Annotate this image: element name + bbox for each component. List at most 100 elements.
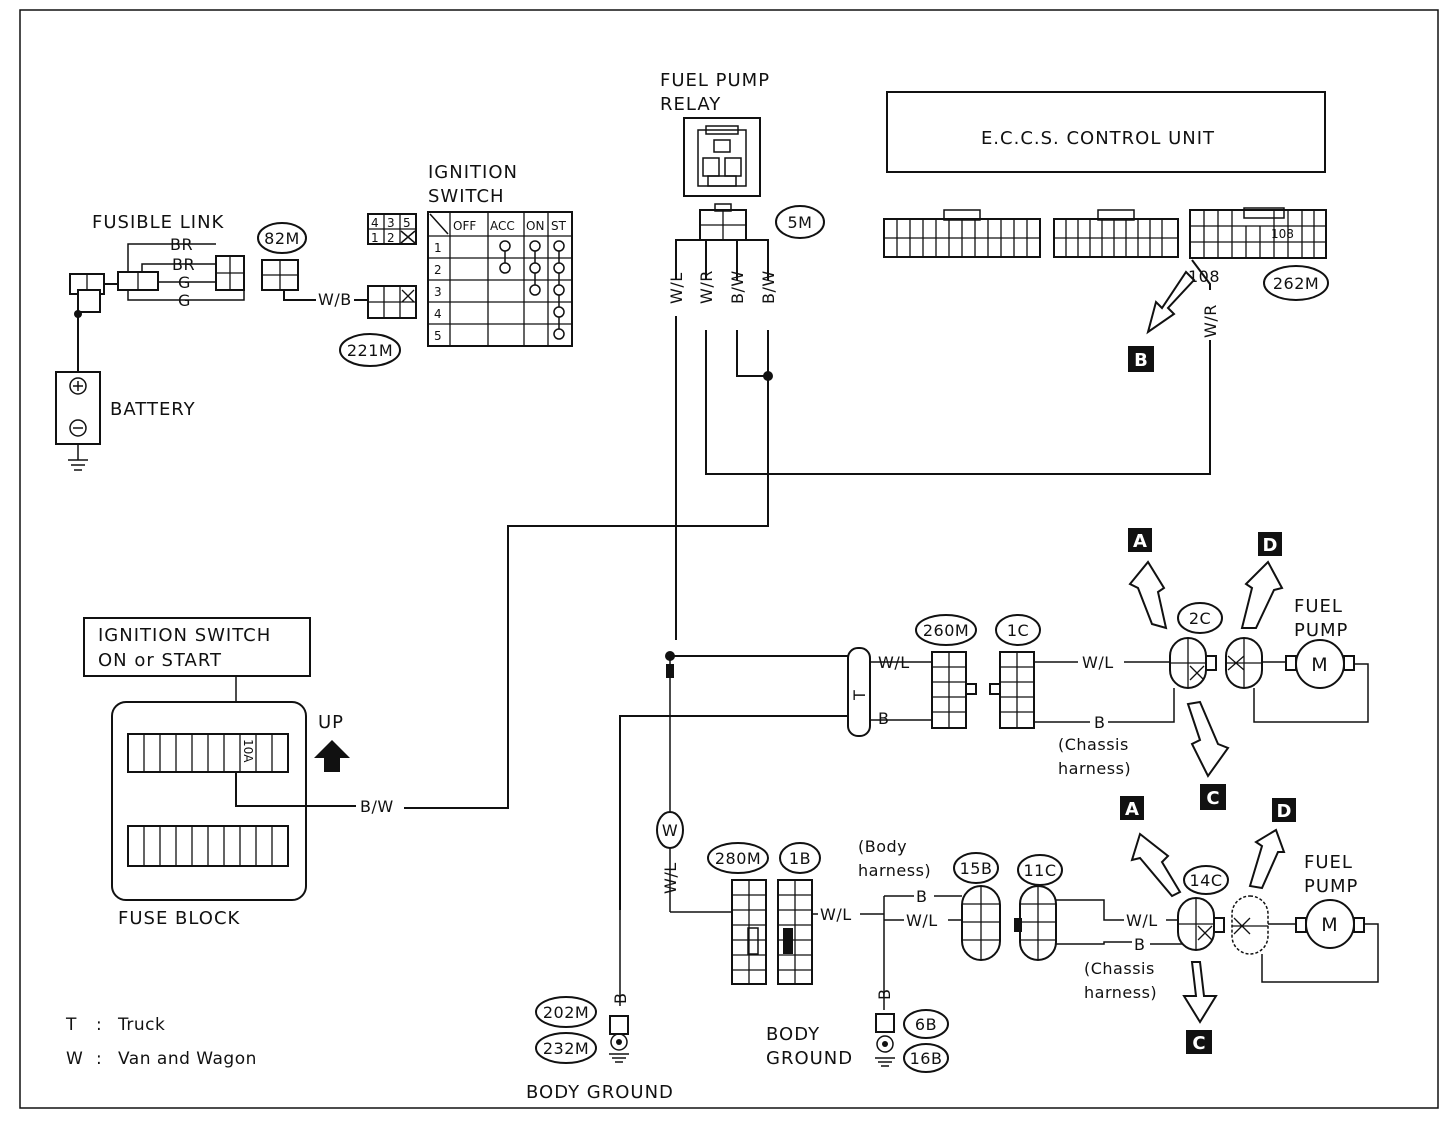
pin-2: 2 (387, 231, 395, 245)
pin-4: 4 (371, 216, 379, 230)
ign-row-4: 4 (434, 307, 442, 321)
badge-d-1 (1258, 532, 1282, 556)
connector-11c-label: 11C (1023, 861, 1056, 880)
body-ground-2a: BODY (766, 1024, 820, 1045)
fuel-pump-2a: FUEL (1304, 852, 1353, 873)
ign-on-start-label-2: ON or START (98, 650, 222, 671)
badge-b-text: B (1134, 350, 1148, 371)
badge-c-2 (1186, 1030, 1212, 1054)
connector-6b (903, 1009, 949, 1039)
connector-202m (535, 996, 597, 1028)
connector-260m (915, 614, 977, 646)
eccs-control-unit: E.C.C.S. CONTROL UNIT 108 (883, 91, 1327, 259)
motor-2-label: M (1321, 914, 1339, 936)
connector-6b-label: 6B (915, 1015, 937, 1034)
badge-a-1-text: A (1133, 531, 1147, 552)
chassis-1a: (Chassis (1058, 735, 1129, 754)
body-harness-b: harness) (858, 861, 931, 880)
wire-bw-relay-1: B/W (728, 270, 747, 304)
connector-1b-label: 1B (789, 849, 811, 868)
legend-value-truck: Truck (117, 1015, 165, 1035)
wire-b-body: B (916, 887, 927, 906)
connector-262m (1263, 265, 1329, 301)
connector-1c (995, 614, 1041, 646)
connector-2c-label: 2C (1189, 609, 1211, 628)
connector-221m (339, 333, 401, 367)
chassis-1b: harness) (1058, 759, 1131, 778)
body-ground-2b: GROUND (766, 1048, 853, 1069)
fuse-10a-label: 10A (241, 739, 255, 763)
diagram-frame (19, 9, 1439, 1109)
motor-1-label: M (1311, 654, 1329, 676)
legend-key-w: W (66, 1049, 83, 1069)
fuel-pump-2b: PUMP (1304, 876, 1358, 897)
ign-col-st: ST (551, 219, 567, 233)
badge-d-2 (1272, 798, 1296, 822)
connector-82m-label: 82M (264, 229, 300, 248)
connector-15b (953, 852, 999, 884)
fuel-pump-1b: PUMP (1294, 620, 1348, 641)
chassis-2b: harness) (1084, 983, 1157, 1002)
eccs-label: E.C.C.S. CONTROL UNIT (981, 128, 1215, 149)
connector-16b-label: 16B (910, 1049, 943, 1068)
wire-b-1c: B (1094, 713, 1105, 732)
ign-switch-label-1: IGNITION (428, 162, 518, 183)
badge-a-2-text: A (1125, 799, 1139, 820)
fuse-block-body (111, 701, 307, 901)
wire-br-2: BR (172, 255, 195, 274)
badge-a-2 (1120, 796, 1144, 820)
connector-260m-label: 260M (923, 621, 969, 640)
wire-wl-w: W/L (661, 862, 680, 894)
wire-wl-11c: W/L (1126, 911, 1158, 930)
legend: T : Truck W : Van and Wagon (65, 1015, 257, 1069)
connector-82m (257, 222, 307, 254)
wire-wl-body: W/L (906, 911, 938, 930)
connector-262m-label: 262M (1273, 274, 1319, 293)
ign-row-2: 2 (434, 263, 442, 277)
badge-c-2-text: C (1192, 1033, 1205, 1054)
wire-b-260: B (878, 709, 889, 728)
legend-sep-w: : (96, 1049, 102, 1069)
wire-bw-fuse: B/W (360, 797, 394, 816)
legend-key-t: T (65, 1015, 77, 1035)
connector-1b (779, 842, 821, 874)
ground-icon-2 (875, 1057, 895, 1067)
connector-16b (903, 1043, 949, 1073)
wire-b-202: B (611, 993, 630, 1004)
relay-label-1: FUEL PUMP (660, 70, 770, 91)
connector-221m-label: 221M (347, 341, 393, 360)
badge-c-1 (1200, 784, 1226, 810)
connector-280m (707, 842, 769, 874)
pin-5: 5 (403, 216, 411, 230)
connector-2c (1177, 602, 1223, 634)
wire-b-6b: B (875, 989, 894, 1000)
wire-br-1: BR (170, 235, 193, 254)
fusible-link-label: FUSIBLE LINK (92, 212, 225, 233)
legend-value-van: Van and Wagon (118, 1049, 257, 1069)
ground-icon-1 (609, 1053, 629, 1063)
chassis-2a: (Chassis (1084, 959, 1155, 978)
pin-108-box: 108 (1271, 227, 1294, 241)
relay-label-2: RELAY (660, 94, 721, 115)
connector-15b-label: 15B (960, 859, 993, 878)
ign-row-1: 1 (434, 241, 442, 255)
connector-5m (775, 205, 825, 239)
connector-14c (1183, 865, 1229, 895)
wire-g-2: G (178, 291, 191, 310)
connector-280m-label: 280M (715, 849, 761, 868)
fuse-block-label: FUSE BLOCK (118, 908, 241, 929)
badge-d-1-text: D (1263, 535, 1278, 556)
wire-wr-relay: W/R (697, 270, 716, 304)
fuel-pump-relay: FUEL PUMP RELAY (660, 70, 770, 241)
ign-switch-label-2: SWITCH (428, 186, 505, 207)
wire-wl-260: W/L (878, 653, 910, 672)
ignition-switch: IGNITION SWITCH 4 3 5 1 2 OFF ACC ON ST … (367, 162, 573, 347)
ground-icon (68, 459, 88, 471)
junction-t-label: T (850, 690, 869, 701)
ign-col-on: ON (526, 219, 544, 233)
van-mark-label: W (662, 821, 678, 840)
badge-d-2-text: D (1277, 801, 1292, 822)
wire-b-11c: B (1134, 935, 1145, 954)
up-label: UP (318, 712, 344, 733)
